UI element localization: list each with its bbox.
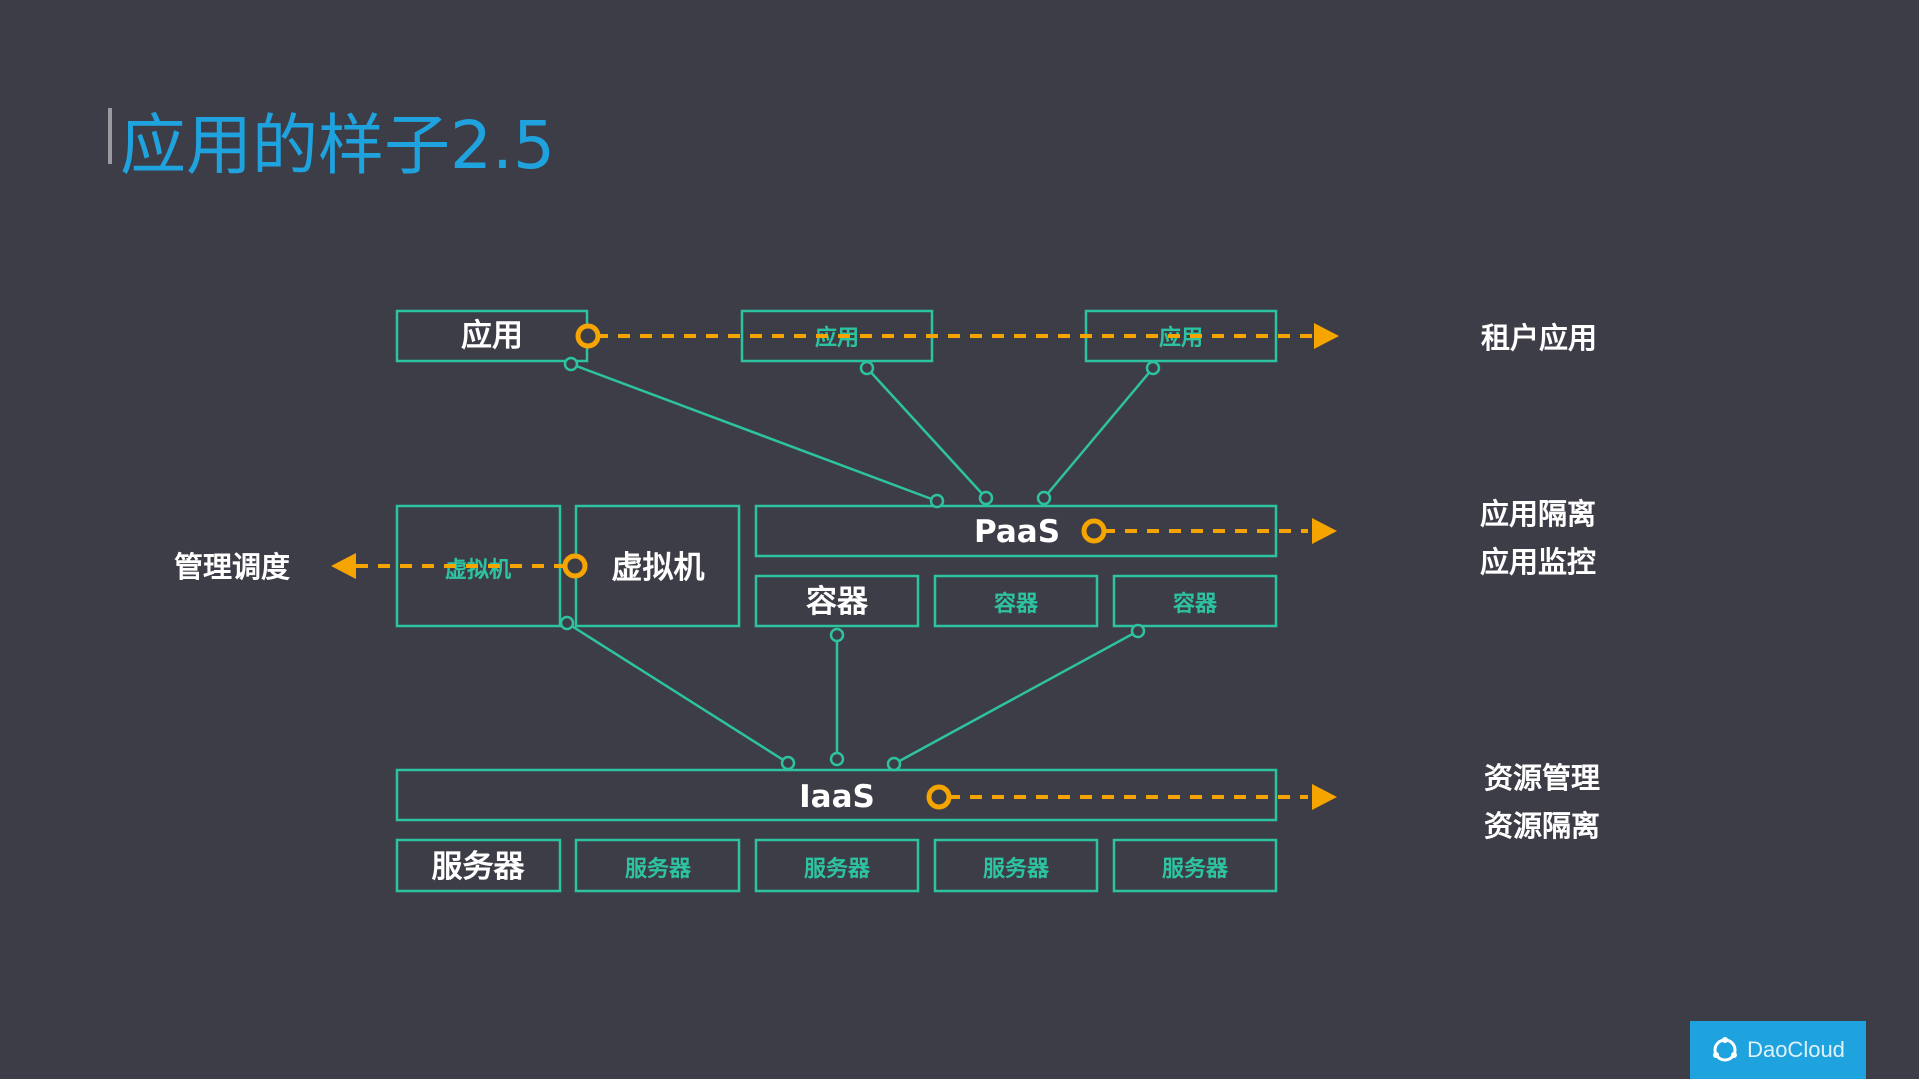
connectors (566, 362, 1154, 766)
container-label-2: 容器 (994, 591, 1039, 617)
server-box-4 (933, 838, 1099, 893)
daocloud-logo: DaoCloud (1690, 1021, 1866, 1079)
vm-label-1: 虚拟机 (445, 557, 511, 583)
vm-flow-origin (562, 553, 588, 579)
tenant-flow-arrow-icon (1314, 323, 1339, 349)
iaas-box (395, 768, 1278, 822)
server-label-1: 服务器 (432, 849, 526, 885)
server-label-2: 服务器 (625, 857, 692, 882)
app-label-1: 应用 (461, 318, 523, 354)
paas-box (754, 504, 1278, 558)
paas-flow-origin (1081, 518, 1107, 544)
side-labels: 租户应用 应用隔离 应用监控 资源管理 资源隔离 管理调度 (174, 321, 1600, 843)
server-box-5 (1112, 838, 1278, 893)
box-labels: 应用 应用 应用 PaaS 虚拟机 虚拟机 容器 容器 容器 IaaS 服务器 … (432, 318, 1229, 885)
title-accent-bar (108, 108, 112, 164)
server-label-5: 服务器 (1162, 857, 1229, 882)
paas-side-label-1: 应用隔离 (1480, 497, 1596, 531)
server-box-1 (395, 838, 562, 893)
iaas-flow-origin (926, 784, 952, 810)
management-label: 管理调度 (174, 550, 290, 584)
container-label-1: 容器 (806, 584, 869, 620)
container-box-2 (933, 574, 1099, 628)
server-label-3: 服务器 (804, 857, 871, 882)
vm-flow-arrow-icon (331, 553, 356, 579)
container-box-3 (1112, 574, 1278, 628)
connector-dots (559, 356, 1161, 772)
flow-lines (331, 323, 1339, 810)
iaas-side-label-2: 资源隔离 (1484, 809, 1600, 843)
iaas-flow-arrow-icon (1312, 784, 1337, 810)
tenant-flow-origin (575, 323, 601, 349)
tenant-apps-label: 租户应用 (1481, 321, 1597, 355)
iaas-label: IaaS (799, 779, 875, 815)
server-box-2 (574, 838, 741, 893)
container-box-1 (754, 574, 920, 628)
paas-label: PaaS (974, 514, 1060, 550)
server-label-4: 服务器 (983, 857, 1050, 882)
server-box-3 (754, 838, 920, 893)
container-label-3: 容器 (1173, 591, 1218, 617)
iaas-side-label-1: 资源管理 (1484, 761, 1600, 795)
paas-side-label-2: 应用监控 (1480, 545, 1596, 579)
vm-label-2: 虚拟机 (612, 550, 705, 586)
logo-text: DaoCloud (1747, 1037, 1845, 1062)
paas-flow-arrow-icon (1312, 518, 1337, 544)
page-title: 应用的样子2.5 (120, 107, 555, 184)
daocloud-logo-icon (1713, 1037, 1738, 1062)
